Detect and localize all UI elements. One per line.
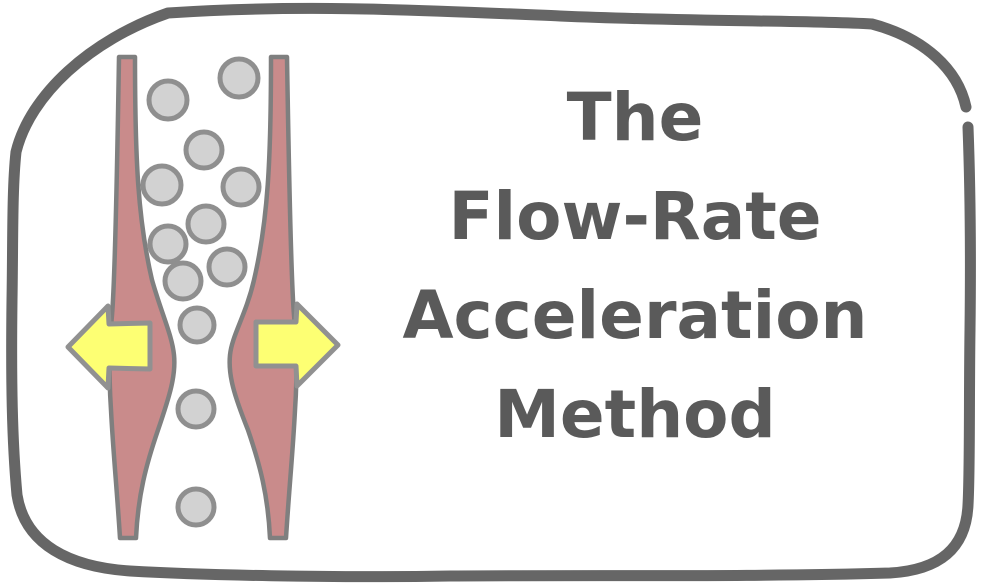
title-block: The Flow-Rate Acceleration Method <box>392 68 878 464</box>
particle <box>177 305 217 345</box>
flow-arrow-left-icon <box>65 303 153 391</box>
particle <box>140 163 184 207</box>
title-line-3: Acceleration <box>402 277 868 354</box>
particle <box>147 223 189 265</box>
flow-arrow-right-icon <box>253 301 341 389</box>
particles-group <box>140 56 262 528</box>
title-line-2: Flow-Rate <box>448 178 822 255</box>
particle <box>162 260 204 302</box>
particle <box>175 388 217 430</box>
title-line-1: The <box>566 79 704 156</box>
title-line-4: Method <box>494 376 776 453</box>
vessel-right-wall <box>227 54 299 541</box>
vessel-left-wall <box>107 54 177 541</box>
particle <box>217 56 261 100</box>
particle <box>185 203 227 245</box>
particle <box>183 129 225 171</box>
particle <box>206 246 248 288</box>
particle <box>146 78 190 122</box>
particle <box>175 486 217 528</box>
particle <box>220 166 262 208</box>
sketch-frame-border <box>6 2 976 583</box>
